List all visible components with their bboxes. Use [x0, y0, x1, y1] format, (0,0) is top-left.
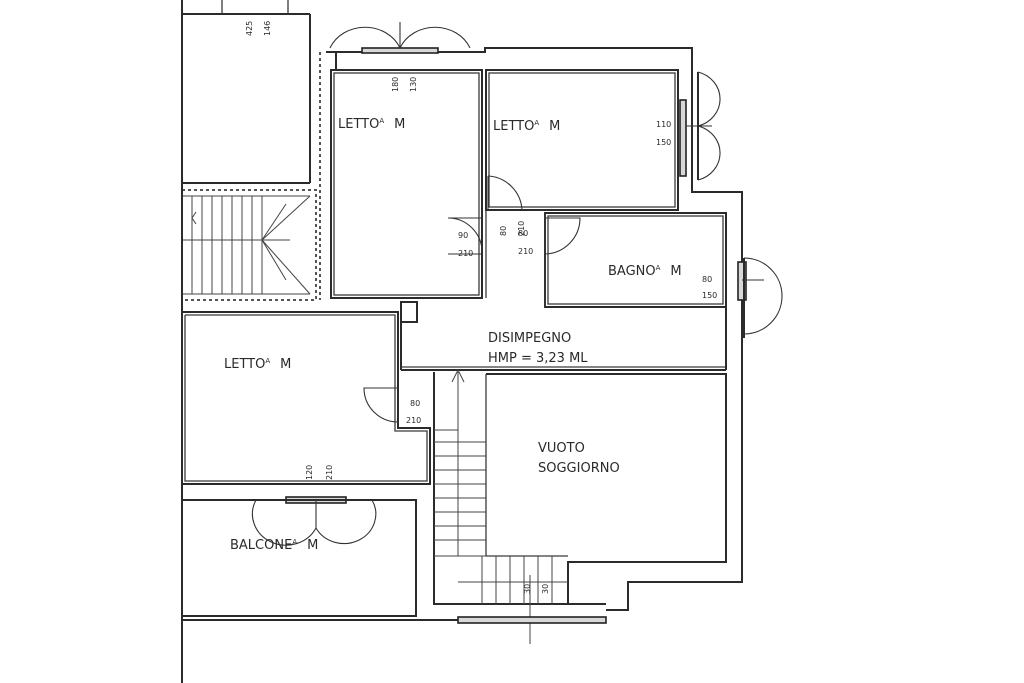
window-letto-2	[679, 71, 721, 181]
door-letto-2	[487, 175, 523, 211]
dim-balcone-win-a: 120	[305, 465, 314, 480]
room-vuoto-soggiorno	[486, 373, 727, 604]
window-bagno	[737, 257, 783, 338]
window-bottom	[457, 616, 607, 624]
dim-balcone-win-b: 210	[325, 465, 334, 480]
dim-door3-b: 210	[518, 247, 533, 256]
dim-top-left-a: 425	[245, 21, 254, 36]
room-letto-1	[330, 69, 483, 299]
room-disimpegno-hmp: HMP = 3,23 ML	[488, 351, 588, 366]
dim-stair-a: 30	[523, 584, 532, 594]
room-bagno	[544, 212, 727, 308]
outer-wall	[326, 47, 743, 611]
room-disimpegno	[400, 210, 727, 371]
room-vuoto-line1: VUOTO	[538, 441, 585, 456]
room-disimpegno-label: DISIMPEGNO	[488, 331, 571, 346]
dim-letto3-door-a: 80	[410, 399, 420, 408]
door-letto-3	[363, 387, 399, 423]
dim-door2-b: 210	[517, 221, 526, 236]
dim-door1-a: 90	[458, 231, 468, 240]
room-letto-2	[485, 69, 679, 211]
dim-right-win-b: 150	[656, 138, 671, 147]
shaft	[400, 301, 418, 323]
room-letto-3	[182, 311, 431, 485]
window-letto-1	[329, 22, 471, 54]
dim-stair-b: 30	[541, 584, 550, 594]
dim-bagno-win-a: 80	[702, 275, 712, 284]
door-letto-1	[447, 217, 483, 255]
dim-top-left-b: 146	[263, 21, 272, 36]
dim-top-win-b: 130	[409, 77, 418, 92]
dim-door3-a: 80	[518, 229, 528, 238]
door-bagno	[544, 217, 581, 255]
dim-letto3-door-b: 210	[406, 416, 421, 425]
dim-top-win-a: 180	[391, 77, 400, 92]
dim-bagno-win-b: 150	[702, 291, 717, 300]
upper-left-block	[182, 0, 311, 184]
dim-door1-b: 210	[458, 249, 473, 258]
room-vuoto-line2: SOGGIORNO	[538, 461, 620, 476]
dim-door2-a: 80	[499, 226, 508, 236]
central-stair	[433, 368, 606, 644]
left-stair	[181, 189, 317, 301]
room-balcone	[181, 499, 417, 617]
dim-right-win-a: 110	[656, 120, 671, 129]
